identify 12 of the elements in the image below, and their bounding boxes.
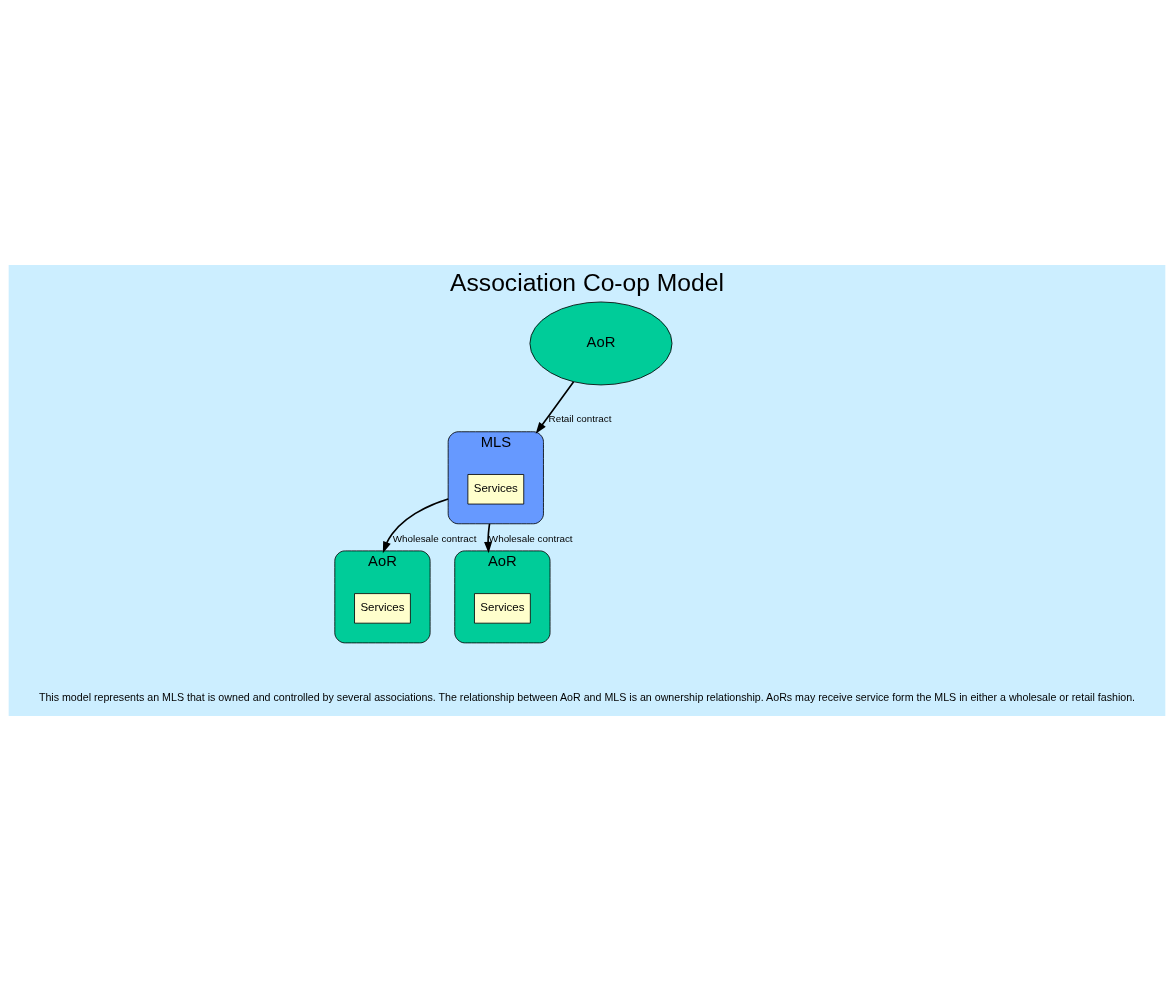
node-ellipse: AoR bbox=[529, 301, 673, 386]
edge-label: Retail contract bbox=[548, 413, 612, 425]
node-box: Services bbox=[474, 593, 531, 624]
diagram-title: Association Co-op Model bbox=[450, 269, 724, 297]
arrow bbox=[484, 522, 493, 554]
arrow bbox=[535, 380, 575, 434]
edge-label: Wholesale contract bbox=[488, 532, 573, 544]
node-box: Services bbox=[354, 593, 411, 624]
edge-label: Wholesale contract bbox=[392, 532, 477, 544]
arrow bbox=[382, 498, 449, 554]
caption: This model represents an MLS that is owned and controlled by several associations. The relationship between AoR and MLS is an ownership relationship. AoRs may receive service form the MLS in either a wholesale or retail fashion. bbox=[38, 690, 1136, 703]
node-box: Services bbox=[467, 474, 525, 505]
